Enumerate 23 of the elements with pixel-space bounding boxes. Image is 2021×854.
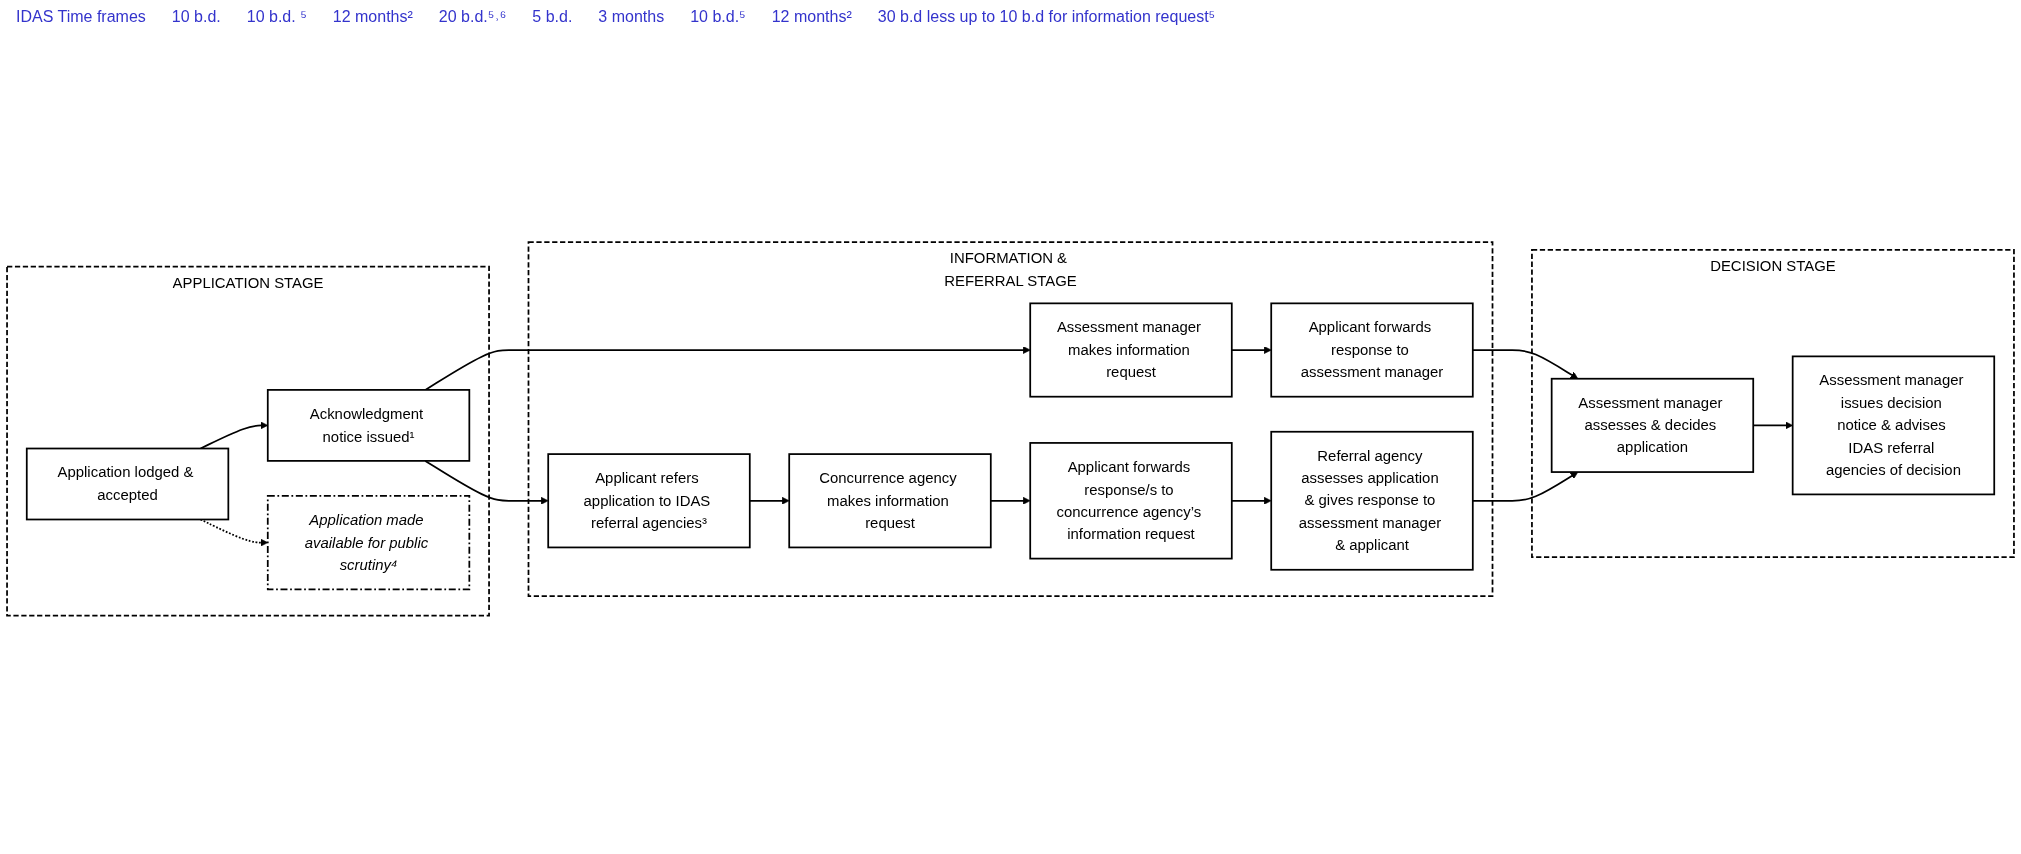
arrow	[424, 460, 549, 505]
time-frame-label: 10 b.d. ⁵	[246, 8, 307, 26]
node-box: Application lodged & accepted	[25, 447, 230, 521]
node-box: Application made available for public scrutiny⁴	[266, 495, 471, 591]
node-box: Referral agency assesses application & gives response to assessment manager & applicant	[1270, 431, 1474, 571]
node-box: Acknowledgment notice issued¹	[266, 389, 471, 462]
node-box: Assessment manager issues decision notice & advises IDAS referral agencies of decision	[1791, 355, 1996, 496]
node-box: Assessment manager makes information request	[1029, 302, 1233, 398]
arrow	[424, 346, 1031, 391]
section-heading: IDAS Time frames	[16, 8, 146, 26]
node-box: Applicant forwards response/s to concurrence agency’s information request	[1029, 442, 1233, 560]
time-frame-label: 20 b.d.⁵˒⁶	[438, 8, 507, 26]
node-box: Applicant forwards response to assessment manager	[1270, 302, 1474, 398]
time-frame-label: 10 b.d.⁵	[690, 8, 746, 26]
time-frame-label: 12 months²	[332, 8, 413, 26]
time-frame-label: 3 months	[598, 8, 665, 26]
node-box: Applicant refers application to IDAS referral agencies³	[547, 453, 751, 549]
node-box: Concurrence agency makes information request	[788, 453, 992, 549]
node-box: Assessment manager assesses & decides application	[1550, 378, 1755, 474]
time-frame-label: 5 b.d.	[532, 8, 573, 26]
time-frame-label: 10 b.d.	[171, 8, 221, 26]
time-frame-label: 30 b.d less up to 10 b.d for information request⁵	[877, 8, 1216, 26]
time-frame-label: 12 months²	[771, 8, 852, 26]
